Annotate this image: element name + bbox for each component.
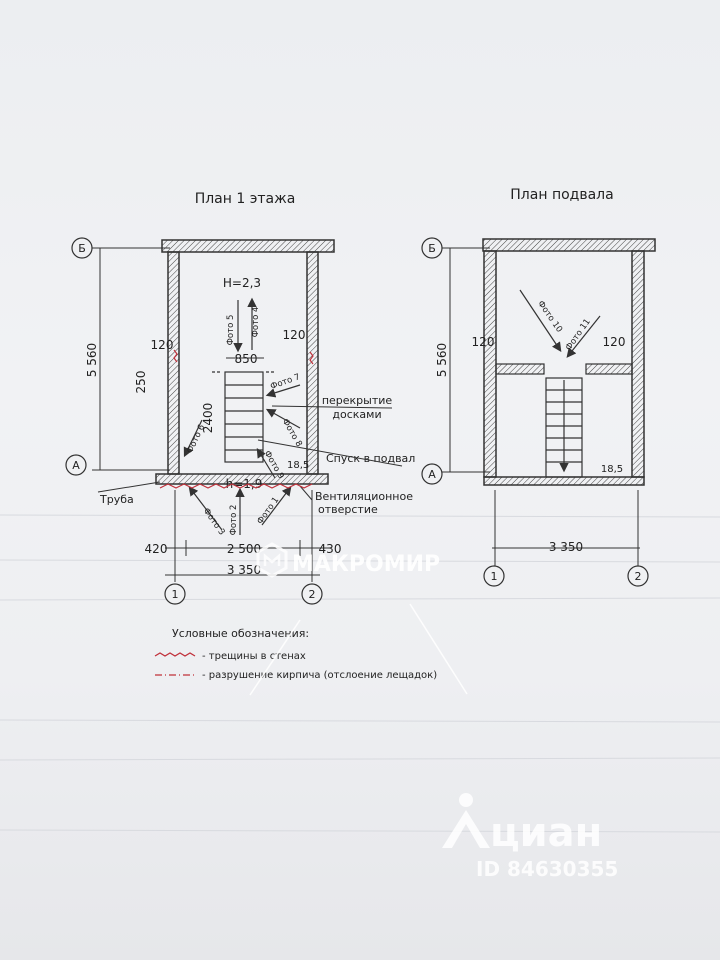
plan1-title: План 1 этажа <box>195 191 296 207</box>
plan2-axes <box>421 237 649 587</box>
plan1-descent-note: Спуск в подвал <box>326 452 415 465</box>
plan1-dimensions <box>92 247 330 582</box>
plan1-ceiling-leader <box>271 405 393 409</box>
plan1-descent-leader <box>257 439 403 467</box>
plan2-wall-left: 120 <box>472 335 495 349</box>
plan2-total-height: 5 560 <box>435 343 449 377</box>
plan1-niche: 250 <box>134 371 148 394</box>
watermark-lines <box>249 603 468 696</box>
makromir-logo <box>256 542 288 578</box>
plan2-title: План подвала <box>510 187 613 203</box>
plan1-dim-right: 430 <box>319 542 342 556</box>
plan1-stair <box>212 371 274 463</box>
plan1-dim-mid: 2 500 <box>227 542 261 556</box>
legend-title: Условные обозначения: <box>172 627 309 640</box>
plan1-total-height: 5 560 <box>85 343 99 377</box>
paper-lines <box>0 514 720 833</box>
plan1-dim-total: 3 350 <box>227 563 261 577</box>
makromir-watermark: МАКРОМИР <box>292 552 440 577</box>
plan1-vent-note-1: Вентиляционное <box>315 490 413 503</box>
plan2-wall-right: 120 <box>603 335 626 349</box>
plan1-cracks <box>159 349 314 489</box>
axis-b-1: Б <box>78 242 86 255</box>
plan1-vent-leader <box>299 485 313 501</box>
cian-logo <box>442 793 490 848</box>
axis-2-2: 2 <box>635 570 642 583</box>
legend-brick: - разрушение кирпича (отслоение лещадок) <box>202 670 437 681</box>
plan2-photo-arrows <box>519 289 601 358</box>
cian-id: ID 84630355 <box>476 857 618 881</box>
plan1-dim-left: 420 <box>145 542 168 556</box>
plan1-height: Н=2,3 <box>223 276 261 290</box>
axis-1-1: 1 <box>172 588 179 601</box>
axis-a-2: А <box>428 468 436 481</box>
legend-crack-symbol <box>154 652 196 657</box>
plan1-pipe-leader <box>97 481 161 493</box>
plan1-vent-note-2: отверстие <box>318 503 378 516</box>
plan1-ceiling-note-1: перекрытие <box>322 394 393 407</box>
plan1-photo-arrows <box>183 297 301 535</box>
plan1-step-note: 18,5 <box>287 460 309 471</box>
plan2-dimensions <box>442 247 640 568</box>
axis-2-1: 2 <box>309 588 316 601</box>
plan1-ceiling-note-2: досками <box>332 408 381 421</box>
plan1-pipe-note: Труба <box>99 493 134 506</box>
plan2-dim-total: 3 350 <box>549 540 583 554</box>
plan1-h-note: h=1,9 <box>226 477 263 491</box>
cian-watermark: циан <box>490 810 602 856</box>
legend-cracks: - трещины в стенах <box>202 651 306 662</box>
svg-text:Фото 4: Фото 4 <box>251 307 261 338</box>
plan2-walls <box>482 238 656 486</box>
plan1-stair-length: 2400 <box>201 403 215 434</box>
plan1-axes <box>65 237 323 605</box>
svg-text:Фото 3: Фото 3 <box>201 506 227 537</box>
svg-text:Фото 5: Фото 5 <box>226 315 236 346</box>
plan1-stair-width: 850 <box>235 352 258 366</box>
svg-text:Фото 6: Фото 6 <box>185 423 207 455</box>
axis-b-2: Б <box>428 242 436 255</box>
svg-text:Фото 1: Фото 1 <box>255 495 281 526</box>
svg-text:Фото 2: Фото 2 <box>229 505 239 536</box>
plan1-wall-left: 120 <box>151 338 174 352</box>
axis-1-2: 1 <box>491 570 498 583</box>
plan2-photo-10: Фото 10 <box>535 299 564 334</box>
plan2-step-note: 18,5 <box>601 464 623 475</box>
axis-a-1: А <box>72 459 80 472</box>
plan2-photo-11: Фото 11 <box>564 317 593 352</box>
plan1-wall-right: 120 <box>283 328 306 342</box>
plan2-stair <box>545 377 583 478</box>
